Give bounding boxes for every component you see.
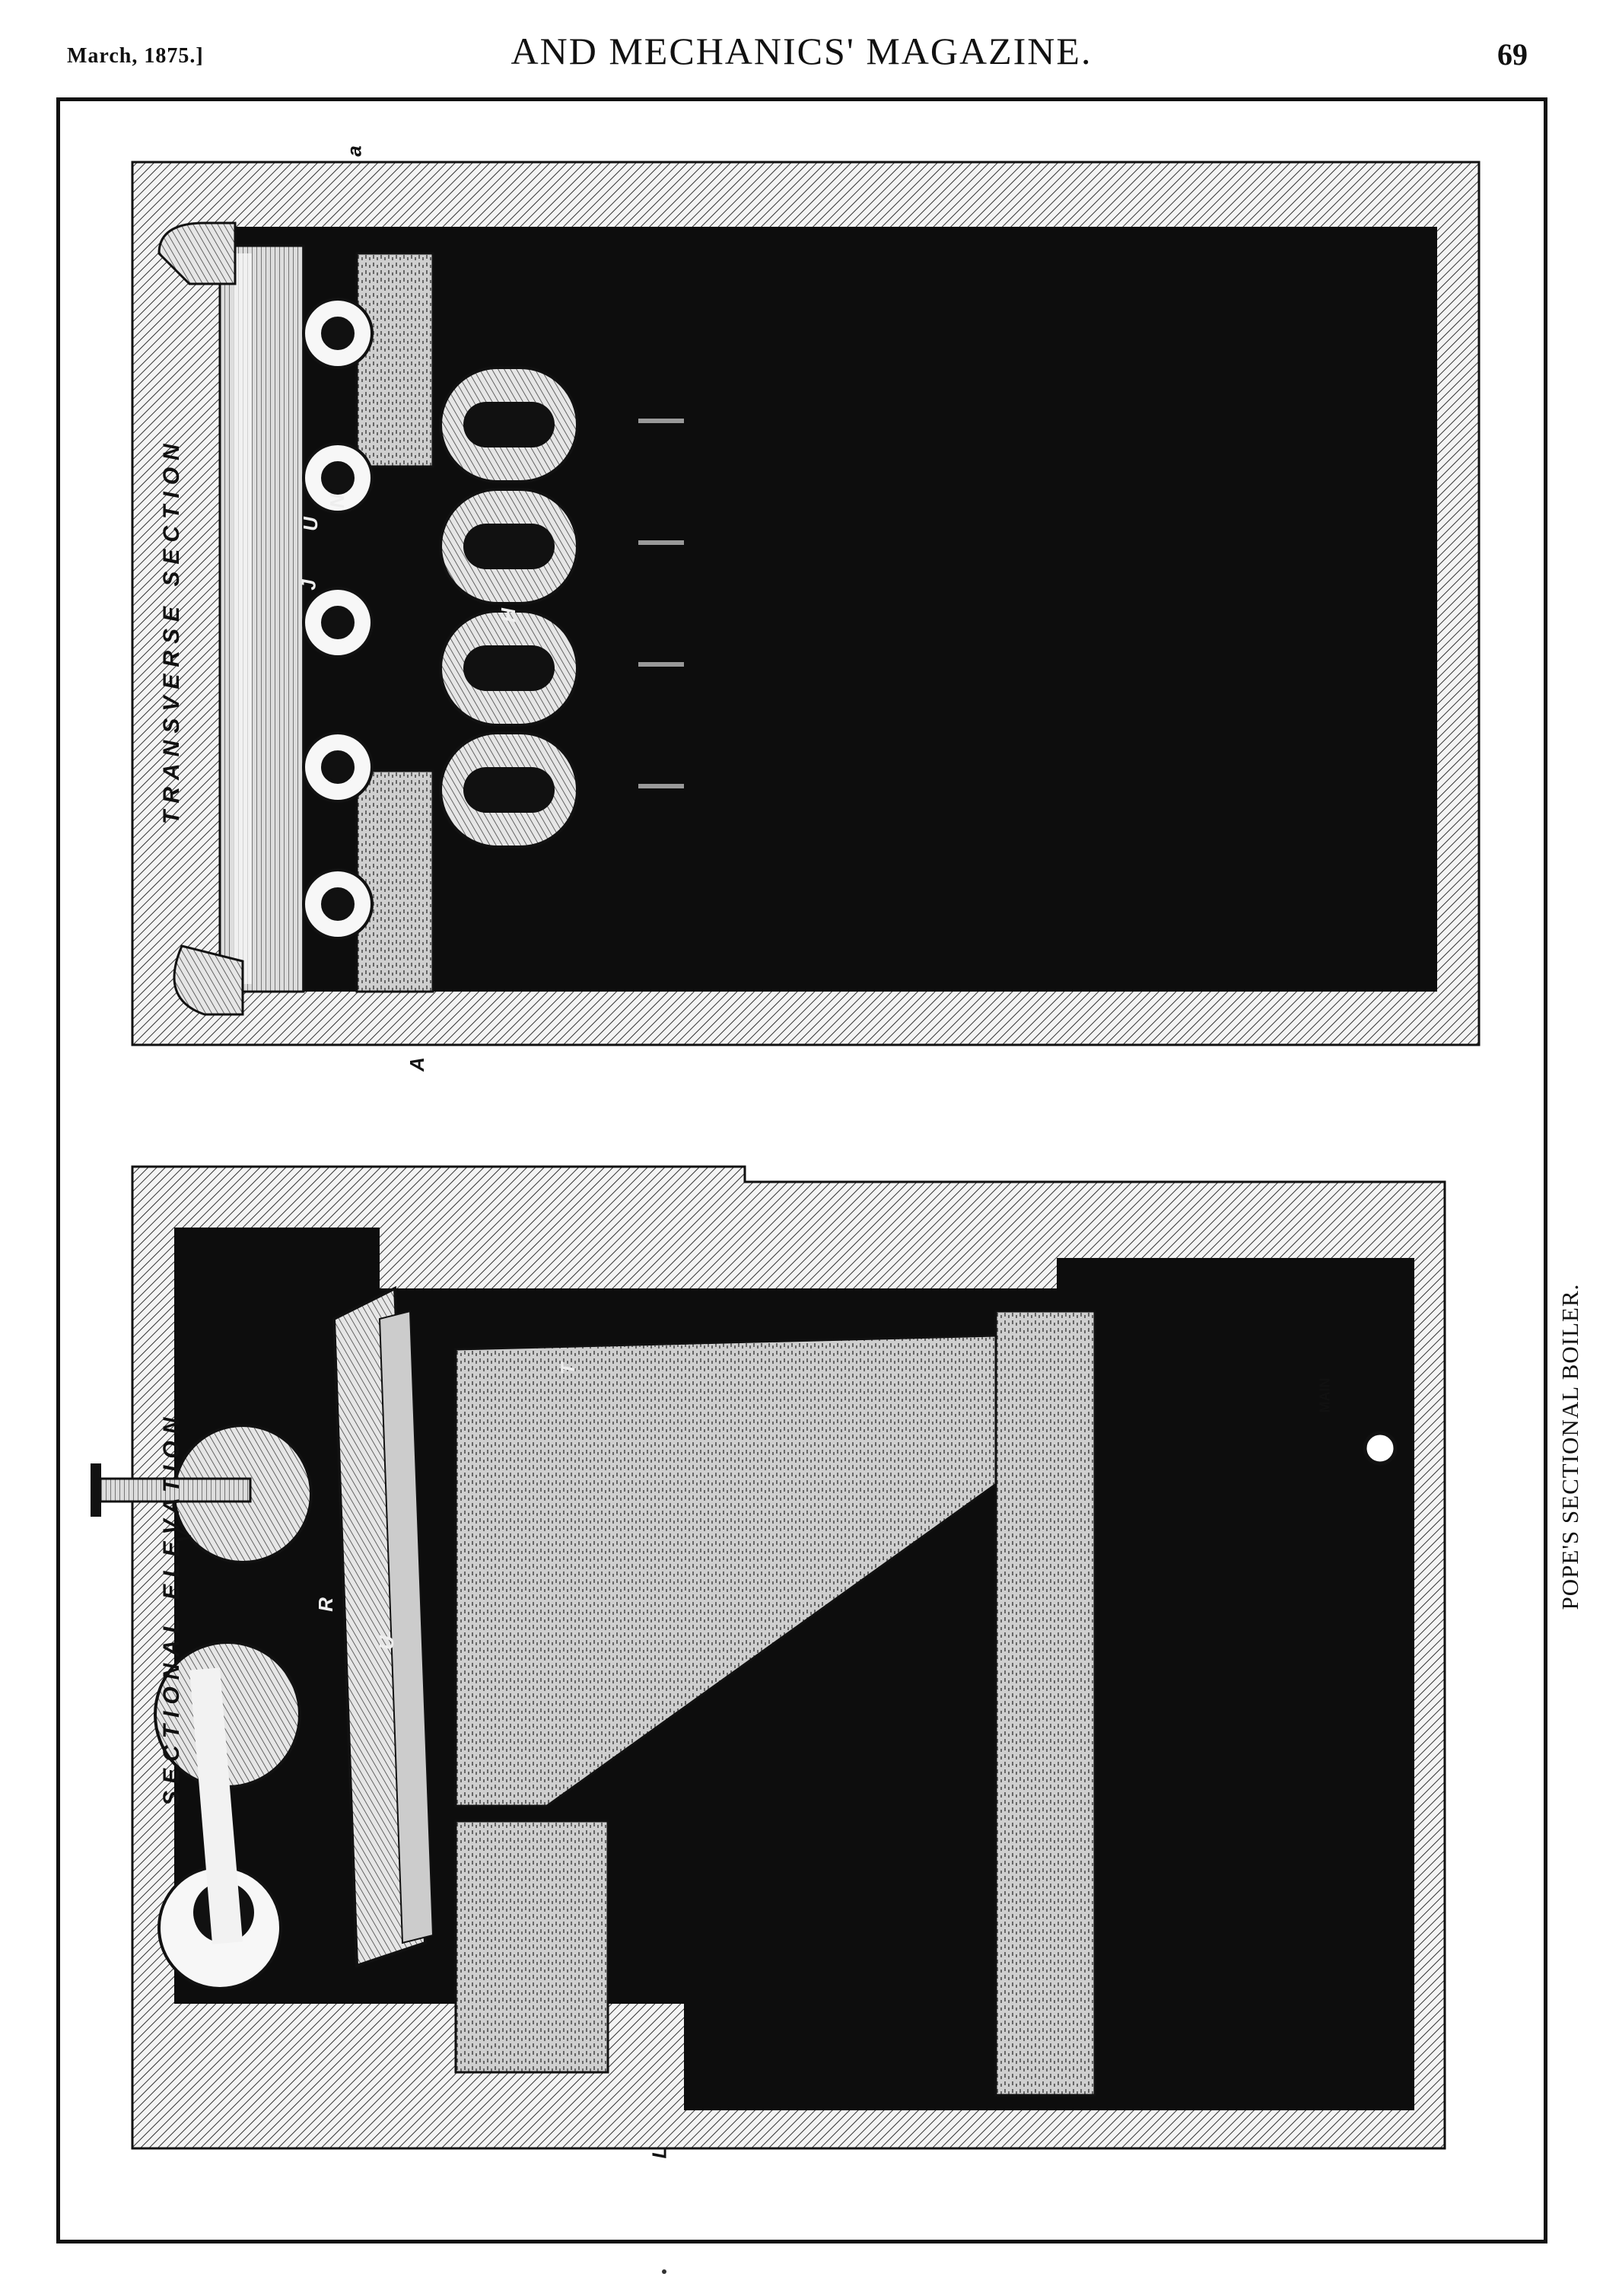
sectional-elevation xyxy=(91,1165,1446,2150)
label-H: H xyxy=(496,608,520,623)
label-R: R xyxy=(313,1597,337,1612)
header-rings xyxy=(302,298,374,940)
engraving-plate: TRANSVERSE SECTION SECTIONAL ELEVATION a… xyxy=(56,97,1583,2243)
sectional-elevation-title: SECTIONAL ELEVATION xyxy=(159,1410,184,1806)
ink-speck xyxy=(662,2269,666,2274)
label-A: A xyxy=(405,1057,428,1072)
label-U: U xyxy=(298,517,322,531)
label-J: J xyxy=(297,579,320,591)
main-label: MAIN xyxy=(1317,1377,1333,1413)
transverse-section-title: TRANSVERSE SECTION xyxy=(159,437,184,824)
label-L: L xyxy=(647,2146,671,2159)
boiler-engraving xyxy=(91,161,1481,2150)
page-number: 69 xyxy=(1497,37,1528,72)
label-U-elevation: U xyxy=(374,1635,398,1650)
label-V: V xyxy=(173,1529,196,1543)
label-T: T xyxy=(556,1362,580,1375)
issue-date: March, 1875.] xyxy=(67,44,204,68)
transverse-section xyxy=(131,161,1481,1046)
label-a: a xyxy=(342,145,366,157)
page-header: March, 1875.] AND MECHANICS' MAGAZINE. 6… xyxy=(0,0,1603,91)
bridge-wall xyxy=(454,1333,1058,1807)
running-title: AND MECHANICS' MAGAZINE. xyxy=(510,30,1093,72)
figure-caption: POPE'S SECTIONAL BOILER. xyxy=(1525,1258,1583,1654)
label-N: N xyxy=(325,494,348,508)
figure-caption-text: POPE'S SECTIONAL BOILER. xyxy=(1557,1283,1583,1610)
steam-drum xyxy=(218,244,305,993)
